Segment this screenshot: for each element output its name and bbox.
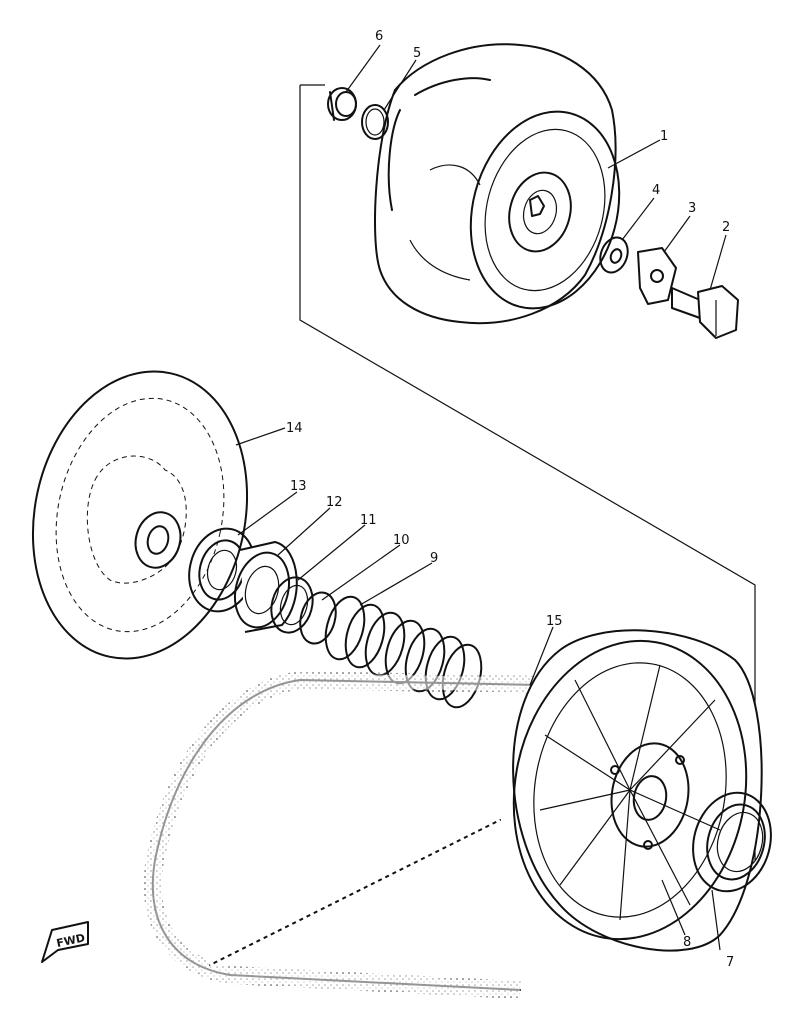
part-9-spring [324,595,483,709]
part-11-ring [270,576,314,634]
callout-7: 7 [726,955,734,970]
callout-9: 9 [430,551,438,566]
callout-5: 5 [413,46,421,61]
part-3-lock-plate [637,247,677,305]
callout-15: 15 [546,614,563,629]
callout-2: 2 [722,220,730,235]
leader-lines [235,44,727,951]
callout-10: 10 [393,533,410,548]
callout-12: 12 [326,495,343,510]
part-5-circlip [361,104,389,140]
callout-1: 1 [660,129,668,144]
part-8-secondary-sheave [512,629,763,952]
part-7-bushing [692,791,772,893]
callout-13: 13 [290,479,307,494]
callout-3: 3 [688,201,696,216]
callout-11: 11 [360,513,377,528]
fwd-arrow-icon: FWD [41,921,89,963]
part-10-thin-ring [299,591,337,645]
part-6-ring [327,87,357,121]
part-15-v-belt [143,670,541,999]
part-14-sheave-disc [31,370,249,660]
part-2-bolt [671,285,739,339]
callout-14: 14 [286,421,303,436]
part-4-washer [599,236,629,274]
callout-6: 6 [375,29,383,44]
callout-8: 8 [683,935,691,950]
fwd-label: FWD [55,931,86,950]
callout-4: 4 [652,183,660,198]
part-1-fixed-sheave [374,43,621,325]
